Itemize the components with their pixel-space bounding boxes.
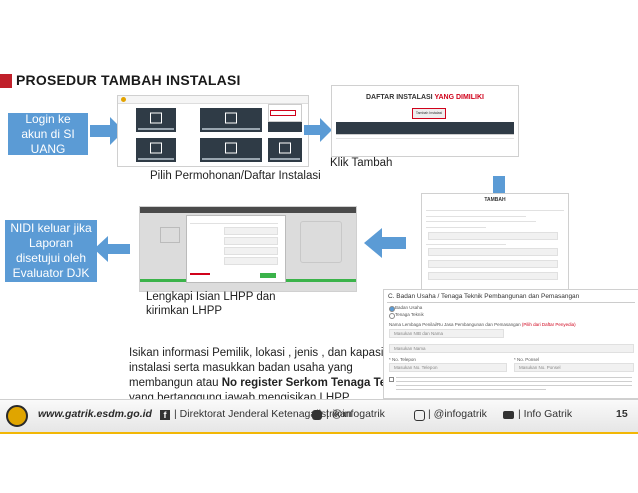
telepon-input[interactable]: Masukan No. Telepon	[389, 363, 507, 372]
tambah-heading: TAMBAH	[484, 197, 506, 203]
nama-input[interactable]: Masukan Nama	[389, 344, 634, 353]
arrow-right-icon	[304, 118, 332, 142]
footer-youtube[interactable]: | Info Gatrik	[518, 408, 573, 420]
daftar-instalasi-screenshot: DAFTAR INSTALASI YANG DIMILIKI Tambah In…	[332, 86, 518, 156]
ponsel-input[interactable]: Masukan No. Ponsel	[514, 363, 634, 372]
footer-website[interactable]: www.gatrik.esdm.go.id	[38, 408, 152, 420]
radio-tenaga-teknik[interactable]	[389, 313, 395, 319]
menu-dashboard-screenshot	[118, 96, 308, 166]
serkom-emphasis: No register Serkom Tenaga Teknik	[221, 377, 410, 389]
tambah-instalasi-button[interactable]: Tambah Instalasi	[412, 108, 446, 119]
pilih-caption: Pilih Permohonan/Daftar Instalasi	[150, 170, 321, 182]
footer-twitter[interactable]: | @infogatrik	[326, 408, 385, 420]
youtube-icon	[503, 411, 514, 419]
facebook-icon: f	[160, 410, 170, 420]
page-title: PROSEDUR TAMBAH INSTALASI	[16, 72, 241, 88]
badan-usaha-form-screenshot: C. Badan Usaha / Tenaga Teknik Pembangun…	[384, 290, 638, 398]
arrow-left-icon	[364, 228, 406, 258]
twitter-icon	[312, 410, 322, 420]
esdm-logo-icon	[6, 405, 28, 427]
isikan-instructions: Isikan informasi Pemilik, lokasi , jenis…	[129, 347, 410, 404]
daftar-heading: DAFTAR INSTALASI YANG DIMILIKI	[366, 94, 484, 101]
radio-badan-usaha[interactable]	[389, 306, 395, 312]
tambah-form-screenshot: TAMBAH	[422, 194, 568, 290]
title-accent-bar	[0, 74, 12, 88]
arrow-left-icon	[94, 236, 130, 262]
nama-lembaga-label: Nama Lembaga Penilai/Ru Jasa Pembangunan…	[389, 322, 576, 327]
arrow-right-icon	[90, 117, 124, 145]
page-number: 15	[616, 408, 628, 420]
footer-instagram[interactable]: | @infogatrik	[428, 408, 487, 420]
agreement-checkbox[interactable]	[389, 377, 394, 382]
nama-lembaga-input[interactable]: Masukan NIB dan Nama	[389, 329, 504, 338]
footer-facebook[interactable]: | Direktorat Jenderal Ketenagalistrikan	[174, 408, 352, 420]
nidi-box-label: NIDI keluar jika Laporan disetujui oleh …	[10, 221, 92, 280]
login-box: Login ke akun di SI UANG	[8, 111, 88, 156]
badan-usaha-heading: C. Badan Usaha / Tenaga Teknik Pembangun…	[388, 293, 580, 300]
lengkapi-caption: Lengkapi Isian LHPP dan kirimkan LHPP	[146, 291, 276, 317]
login-box-label: Login ke akun di SI UANG	[21, 111, 75, 156]
klik-tambah-caption: Klik Tambah	[330, 157, 393, 169]
nidi-box: NIDI keluar jika Laporan disetujui oleh …	[5, 220, 97, 282]
instagram-icon	[414, 410, 425, 421]
footer-bar: www.gatrik.esdm.go.id f | Direktorat Jen…	[0, 399, 638, 434]
lhpp-form-screenshot	[140, 207, 356, 291]
